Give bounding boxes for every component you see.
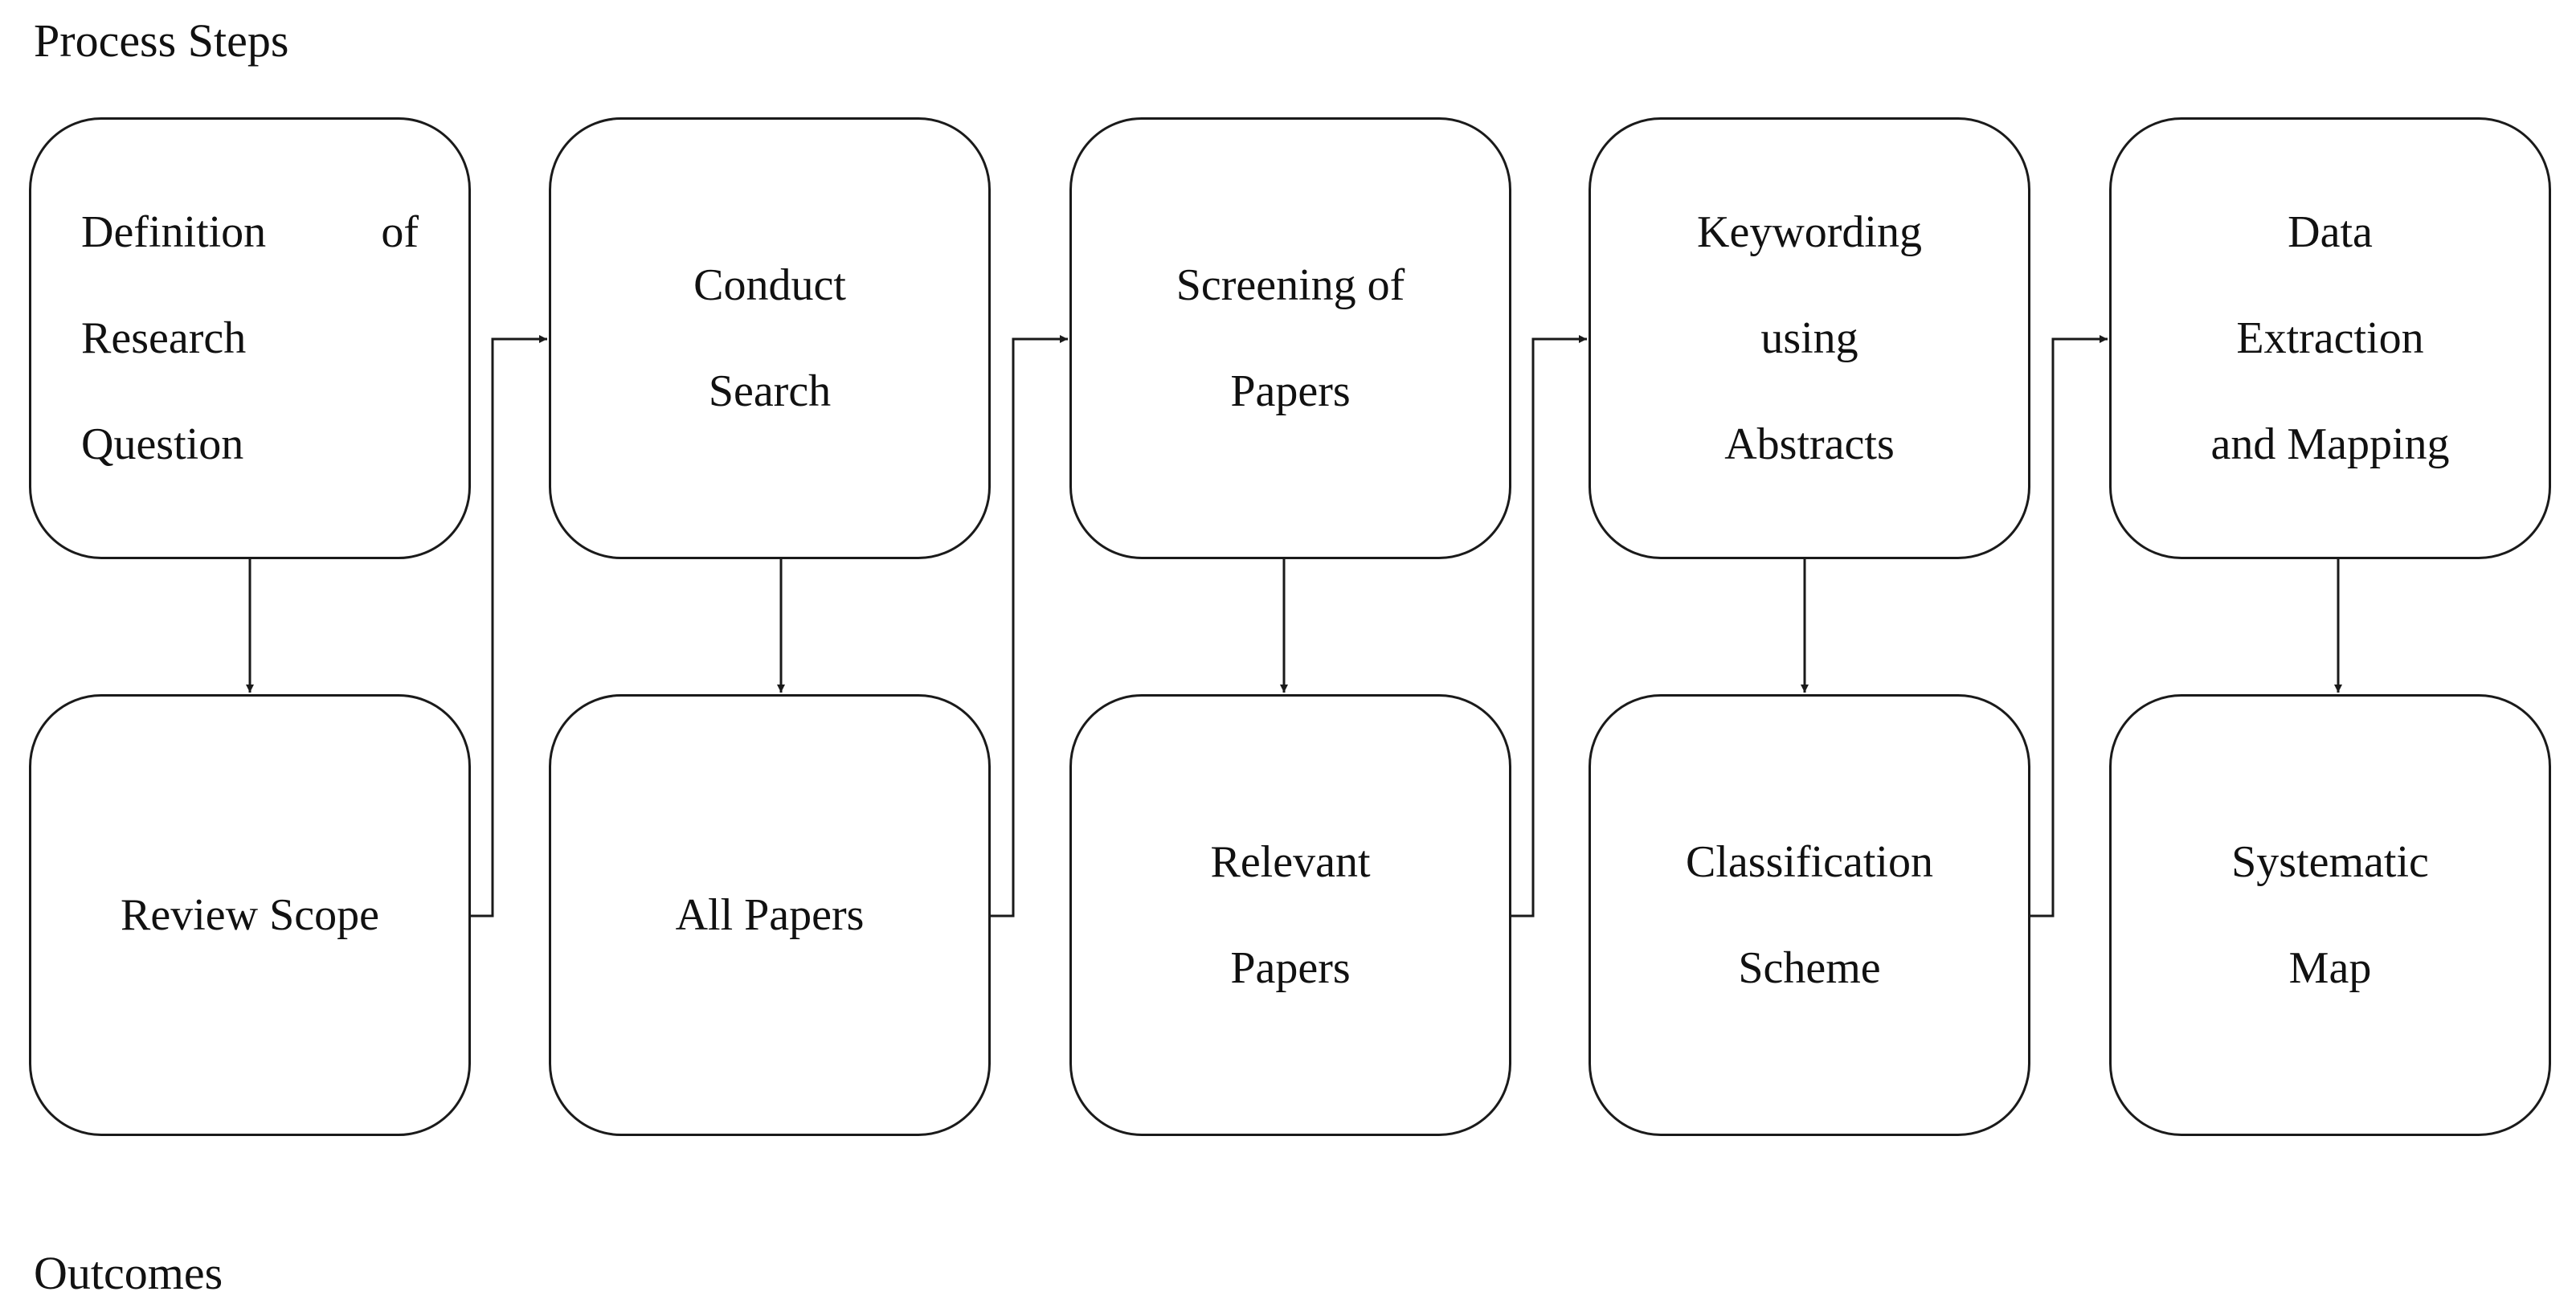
box-text-line: Data	[2288, 207, 2373, 257]
box-text-line: All Papers	[675, 890, 865, 940]
box-text-line: Screening of	[1176, 260, 1405, 310]
outcome-relevant-papers: Relevant Papers	[1069, 694, 1511, 1136]
box-text-line: Question	[81, 419, 244, 469]
box-text-line: using	[1760, 313, 1858, 363]
box-text-line: Research	[81, 313, 247, 363]
box-text-line: Abstracts	[1724, 419, 1895, 469]
box-text-line: Papers	[1230, 943, 1351, 993]
outcome-systematic-map: Systematic Map	[2109, 694, 2551, 1136]
box-text-line: Keywording	[1697, 207, 1922, 257]
box-text-line: Systematic	[2231, 837, 2429, 887]
outcomes-label: Outcomes	[34, 1247, 223, 1299]
box-text-line: Extraction	[2236, 313, 2424, 363]
process-step-definition-of-research-question: Definition of Research Question	[29, 117, 471, 559]
arrow-outcome-1-to-step-2	[471, 335, 547, 918]
box-text-line: Review Scope	[121, 890, 379, 940]
box-text-line: Scheme	[1738, 943, 1881, 993]
box-text-line: and Mapping	[2210, 419, 2450, 469]
process-step-data-extraction-and-mapping: Data Extraction and Mapping	[2109, 117, 2551, 559]
outcome-all-papers: All Papers	[549, 694, 991, 1136]
outcome-review-scope: Review Scope	[29, 694, 471, 1136]
box-text-line: Classification	[1686, 837, 1933, 887]
box-text-line: Conduct	[693, 260, 846, 310]
box-text-line: Definition of	[81, 207, 419, 257]
box-text-line: Papers	[1230, 366, 1351, 416]
outcome-classification-scheme: Classification Scheme	[1589, 694, 2030, 1136]
process-step-screening-of-papers: Screening of Papers	[1069, 117, 1511, 559]
process-step-conduct-search: Conduct Search	[549, 117, 991, 559]
box-text-line: Relevant	[1210, 837, 1371, 887]
box-text-line: Search	[708, 366, 832, 416]
process-steps-label: Process Steps	[34, 14, 289, 67]
arrow-outcome-3-to-step-4	[1511, 335, 1587, 918]
process-step-keywording-using-abstracts: Keywording using Abstracts	[1589, 117, 2030, 559]
arrow-outcome-2-to-step-3	[991, 335, 1068, 918]
arrow-outcome-4-to-step-5	[2030, 335, 2108, 918]
box-text-line: Map	[2288, 943, 2372, 993]
